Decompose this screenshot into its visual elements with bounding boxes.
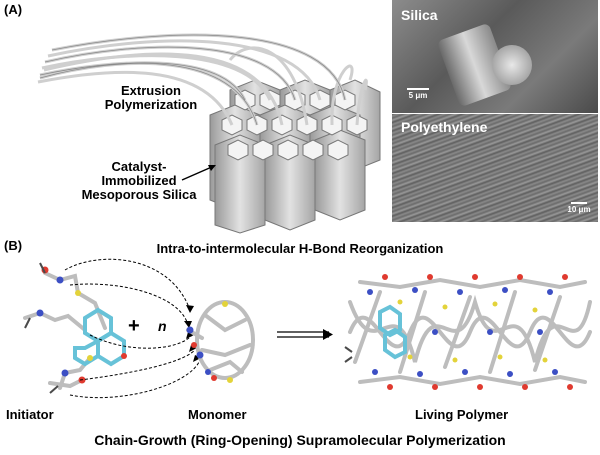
living-polymer-label: Living Polymer [415,407,509,422]
sem-polyethylene-scale-text: 10 μm [567,205,591,214]
extrusion-label-line2: Polymerization [104,97,198,112]
sem-silica-scale-text: 5 μm [408,91,428,100]
extrusion-polymerization-label: Extrusion Polymerization [96,84,206,112]
extrusion-label-line1: Extrusion [121,83,181,98]
panel-a-label: (A) [4,2,23,17]
living-polymer-molecule [344,274,592,390]
hbond-dotted-arrows [64,258,201,399]
catalyst-pointer-arrow [181,165,216,181]
catalyst-label-line3: Mesoporous Silica [81,187,197,202]
plus-sign: + [128,315,140,337]
catalyst-immobilized-silica-label: Catalyst- Immobilized Mesoporous Silica [74,160,204,202]
silica-rod-tip [492,45,532,85]
hexagonal-tube-bundle [209,79,381,234]
sem-polyethylene-scalebar: 10 μm [564,202,594,214]
sem-silica-scalebar: 5 μm [404,88,432,100]
initiator-molecule [23,262,127,394]
sem-silica-title: Silica [401,7,438,23]
initiator-label: Initiator [6,407,54,422]
reaction-arrow [277,329,333,340]
chain-growth-caption: Chain-Growth (Ring-Opening) Supramolecul… [94,432,506,448]
sem-image-silica: Silica 5 μm [392,0,598,113]
sem-image-polyethylene: Polyethylene 10 μm [392,114,598,222]
n-equivalents: n [158,318,167,334]
panel-b-label: (B) [4,238,23,253]
monomer-molecule [186,300,255,383]
catalyst-label-line1: Catalyst- [111,159,167,174]
monomer-label: Monomer [188,407,247,422]
sem-polyethylene-title: Polyethylene [401,119,488,135]
catalyst-label-line2: Immobilized [101,173,177,188]
hbond-reorganization-title: Intra-to-intermolecular H-Bond Reorganiz… [156,241,444,256]
mesoporous-silica-illustration [37,33,381,234]
